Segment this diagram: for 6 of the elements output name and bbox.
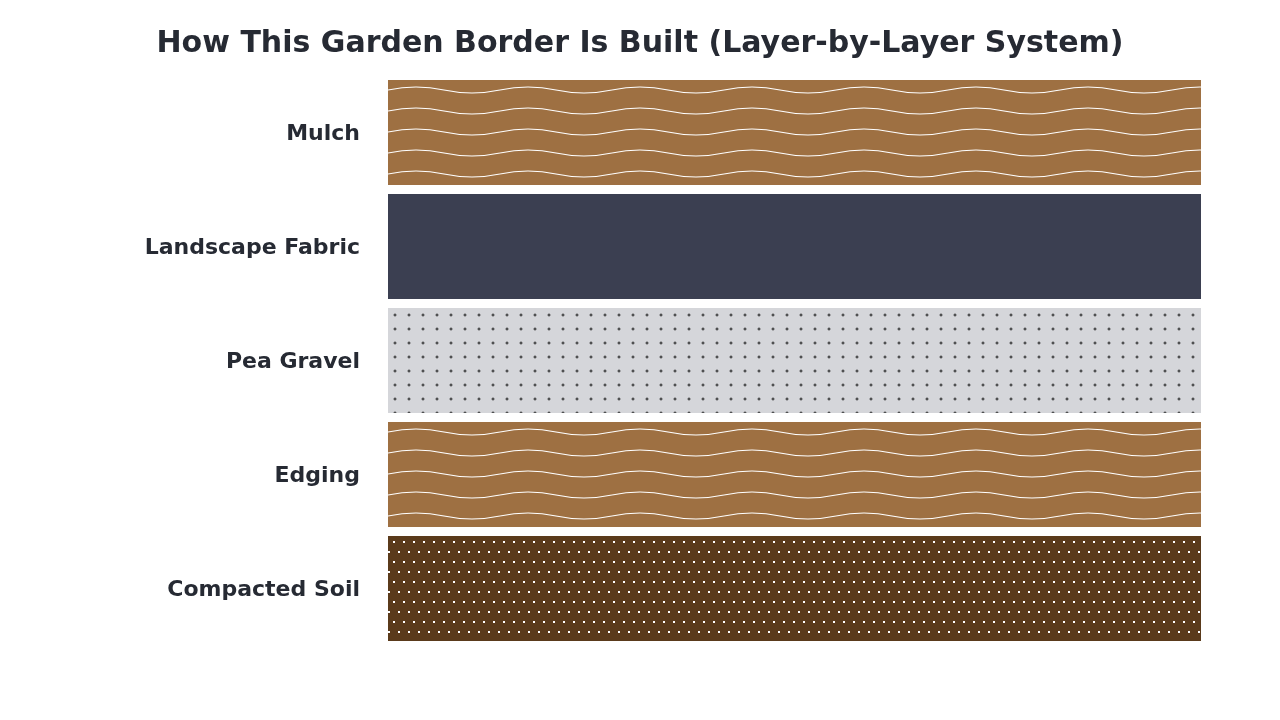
layer-label: Pea Gravel <box>225 346 360 375</box>
layer-label: Landscape Fabric <box>144 232 360 261</box>
layer-label: Edging <box>274 460 360 489</box>
diagram-title: How This Garden Border Is Built (Layer-by-Layer System) <box>156 24 1124 59</box>
layer-label: Mulch <box>286 118 360 147</box>
layer-label: Compacted Soil <box>167 574 360 603</box>
